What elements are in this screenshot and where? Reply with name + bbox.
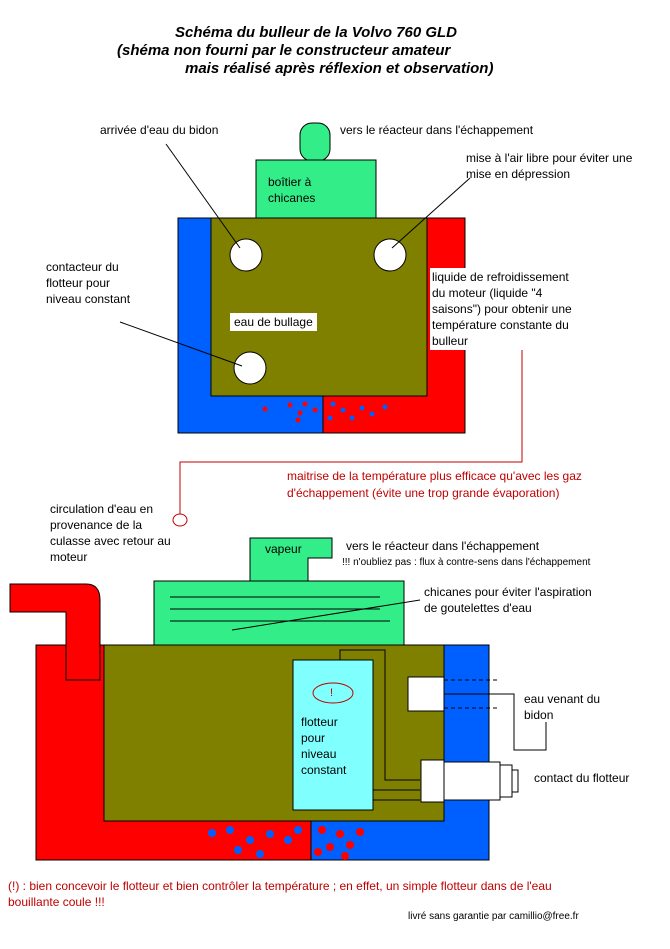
bottom-flow-dots — [208, 826, 364, 860]
bidon-line — [444, 693, 547, 751]
title-line-2: (shéma non fourni par le constructeur am… — [117, 42, 451, 59]
label-maitrise-1: maitrise de la température plus efficace… — [287, 469, 582, 483]
label-contacteur: contacteur du flotteur pour niveau const… — [46, 260, 131, 306]
warning-mark: ! — [330, 687, 334, 699]
label-attention: !!! n'oubliez pas : flux à contre-sens d… — [342, 557, 591, 568]
top-flow-dots — [262, 401, 388, 423]
label-air-libre: mise à l'air libre pour éviter une mise … — [466, 151, 633, 181]
top-outlet-pipe — [299, 122, 331, 162]
bottom-inner-tank — [103, 644, 445, 822]
bottom-inlet-pipe — [9, 583, 101, 681]
label-vapeur: vapeur — [265, 542, 302, 556]
label-top-reacteur: vers le réacteur dans l'échappement — [340, 123, 534, 137]
label-liquide: liquide de refroidissement du moteur (li… — [430, 268, 574, 350]
bidon-inlet-port — [407, 676, 445, 712]
label-chicanes: chicanes pour éviter l'aspiration de gou… — [424, 585, 592, 615]
label-bottom-reacteur: vers le réacteur dans l'échappement — [346, 539, 540, 553]
float — [292, 659, 374, 811]
label-boitier: boîtier à chicanes — [268, 175, 316, 205]
label-contact: contact du flotteur — [534, 771, 630, 785]
float-contact-plug — [443, 761, 519, 801]
label-flotteur: flotteur pour niveau constant — [301, 715, 347, 777]
label-circulation: circulation d'eau en provenance de la cu… — [50, 502, 171, 564]
label-maitrise-2: d'échappement (évite une trop grande éva… — [287, 486, 560, 500]
float-contact-port — [420, 759, 445, 803]
top-leader-lines — [119, 143, 471, 367]
footer-note: (!) : bien concevoir le flotteur et bien… — [8, 879, 552, 909]
footer-credit: livré sans garantie par camillio@free.fr — [408, 911, 579, 922]
bottom-baffle-box — [153, 580, 405, 646]
top-float-port — [233, 351, 267, 385]
top-vent-port — [373, 238, 407, 272]
title-line-1: Schéma du bulleur de la Volvo 760 GLD — [175, 24, 458, 41]
top-inlet-port — [229, 238, 263, 272]
label-arrivee: arrivée d'eau du bidon — [100, 123, 219, 137]
label-eau-bullage: eau de bullage — [230, 313, 317, 331]
warning-ellipse — [312, 682, 354, 704]
chicanes-leader — [231, 599, 421, 631]
label-eau-bidon: eau venant du bidon — [524, 692, 601, 722]
title-line-3: mais réalisé après réflexion et observat… — [185, 60, 494, 77]
top-baffle-box — [255, 159, 377, 219]
